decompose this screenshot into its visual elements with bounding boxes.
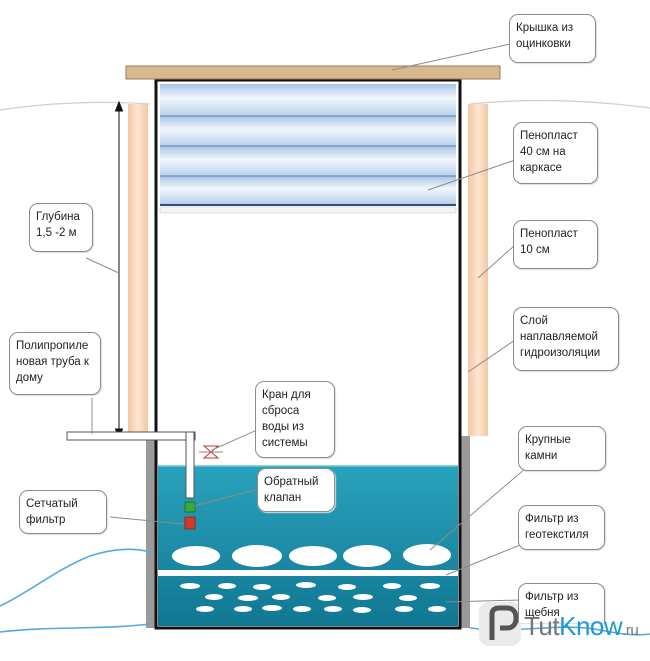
side-foam-right — [468, 104, 488, 436]
well-wall-left-lower — [146, 436, 156, 628]
gravel-layer — [180, 582, 446, 613]
label-foam-40cm: Пенопласт 40 см на каркасе — [513, 122, 598, 184]
label-depth: Глубина 1,5 -2 м — [29, 203, 93, 252]
ground-line-bottom-left — [0, 548, 151, 607]
label-gravel-filter: Фильтр из щебня — [518, 583, 605, 623]
label-large-stones: Крупные камни — [518, 426, 606, 471]
label-drain-valve: Кран для сброса воды из системы — [255, 381, 335, 458]
top-foam-block — [159, 84, 457, 214]
tutknow-watermark: TutKnow.ru — [524, 611, 639, 642]
drain-valve-symbol — [199, 445, 223, 459]
pipe-to-house — [66, 431, 196, 499]
watermark-tut: Tut — [524, 611, 560, 641]
geotextile-layer — [158, 570, 458, 576]
ground-line-bottom-left-2 — [0, 623, 151, 633]
check-valve — [184, 501, 196, 513]
watermark-ru: .ru — [622, 622, 639, 639]
label-galvanized-lid: Крышка из оцинковки — [509, 14, 596, 63]
ground-line-left — [0, 101, 151, 111]
label-check-valve: Обратный клапан — [257, 468, 335, 512]
label-geotextile-filter: Фильтр из геотекстиля — [518, 505, 605, 550]
tutknow-logo-icon — [479, 602, 521, 646]
side-foam-left — [128, 104, 148, 436]
depth-dimension — [114, 100, 124, 440]
watermark-know: Know — [559, 611, 623, 641]
leader-lines — [85, 43, 527, 603]
ground-line-right — [469, 99, 650, 109]
large-stones — [172, 544, 451, 567]
label-foam-10cm: Пенопласт 10 см — [513, 220, 598, 269]
well-wall-right-lower — [460, 436, 470, 628]
label-mesh-filter: Сетчатый фильтр — [19, 490, 107, 534]
label-pipe-to-house: Полипропиле новая труба к дому — [9, 332, 101, 395]
galvanized-lid — [125, 65, 501, 80]
label-waterproofing: Слой наплавляемой гидроизоляции — [513, 307, 619, 371]
mesh-filter — [184, 516, 196, 530]
